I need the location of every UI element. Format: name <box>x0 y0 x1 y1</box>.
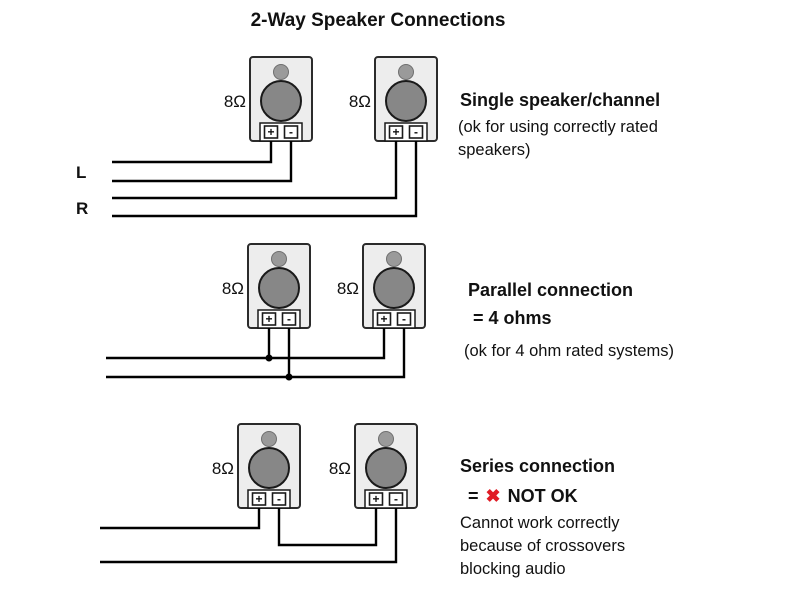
plus-label: + <box>392 125 399 139</box>
impedance-label: 8Ω <box>222 279 244 298</box>
minus-terminal <box>408 125 424 139</box>
wire-minus-feed <box>106 328 406 379</box>
plus-terminal <box>261 312 277 326</box>
channel-right-label: R <box>76 199 88 218</box>
impedance-label: 8Ω <box>212 459 234 478</box>
junction-dot <box>265 354 273 362</box>
section-series: + - + - 8Ω 8Ω Series connection = ✖ NOT OK… <box>100 423 625 578</box>
section-result: = 4 ohms <box>473 308 552 328</box>
plus-label: + <box>265 312 272 326</box>
speaker: + - <box>354 423 418 509</box>
minus-label: - <box>287 312 291 326</box>
series-result: = ✖ NOT OK <box>468 486 578 506</box>
tweeter <box>261 431 277 447</box>
section-heading: Parallel connection <box>468 280 633 300</box>
plus-terminal <box>251 492 267 506</box>
section-note-line: because of crossovers <box>460 537 625 555</box>
minus-terminal <box>388 492 404 506</box>
speaker: + - <box>374 56 438 142</box>
section-note-line: speakers) <box>458 141 530 159</box>
minus-label: - <box>277 492 281 506</box>
wire-feed-plus <box>100 508 261 530</box>
plus-terminal <box>368 492 384 506</box>
wire-right-plus <box>112 141 398 200</box>
section-note-line: Cannot work correctly <box>460 514 620 532</box>
plus-terminal <box>376 312 392 326</box>
section-heading: Series connection <box>460 456 615 476</box>
speaker: + - <box>237 423 301 509</box>
minus-terminal <box>396 312 412 326</box>
woofer <box>258 267 300 309</box>
wire-series-link <box>277 508 378 547</box>
woofer <box>260 80 302 122</box>
not-ok-text: NOT OK <box>508 486 578 506</box>
wire-right-minus <box>112 141 418 218</box>
minus-terminal <box>283 125 299 139</box>
section-single: + - + - 8Ω 8Ω L R Single speaker/channel… <box>76 56 660 218</box>
speaker: + - <box>362 243 426 329</box>
junction-dot <box>285 373 293 381</box>
woofer <box>248 447 290 489</box>
speaker: + - <box>247 243 311 329</box>
plus-terminal <box>388 125 404 139</box>
minus-label: - <box>402 312 406 326</box>
channel-left-label: L <box>76 163 86 182</box>
wire-left-minus <box>112 141 293 183</box>
minus-label: - <box>394 492 398 506</box>
wire-plus-feed <box>106 328 386 360</box>
section-note-line: (ok for 4 ohm rated systems) <box>464 342 674 360</box>
speaker: + - <box>249 56 313 142</box>
plus-label: + <box>255 492 262 506</box>
diagram-title: 2-Way Speaker Connections <box>251 10 506 31</box>
section-parallel: + - + - 8Ω 8Ω Parallel connection = 4 oh… <box>106 243 674 381</box>
tweeter <box>273 64 289 80</box>
woofer <box>385 80 427 122</box>
impedance-label: 8Ω <box>337 279 359 298</box>
section-heading: Single speaker/channel <box>460 90 660 110</box>
plus-label: + <box>267 125 274 139</box>
impedance-label: 8Ω <box>224 92 246 111</box>
plus-label: + <box>372 492 379 506</box>
not-ok-icon: ✖ <box>486 486 501 506</box>
plus-terminal <box>263 125 279 139</box>
tweeter <box>271 251 287 267</box>
wire-return-minus <box>100 508 398 564</box>
tweeter <box>398 64 414 80</box>
section-note-line: blocking audio <box>460 560 566 578</box>
minus-terminal <box>271 492 287 506</box>
woofer <box>373 267 415 309</box>
minus-label: - <box>289 125 293 139</box>
impedance-label: 8Ω <box>329 459 351 478</box>
wire-left-plus <box>112 141 273 164</box>
tweeter <box>378 431 394 447</box>
equals-sign: = <box>468 486 479 506</box>
section-note-line: (ok for using correctly rated <box>458 118 658 136</box>
plus-label: + <box>380 312 387 326</box>
woofer <box>365 447 407 489</box>
minus-label: - <box>414 125 418 139</box>
impedance-label: 8Ω <box>349 92 371 111</box>
tweeter <box>386 251 402 267</box>
minus-terminal <box>281 312 297 326</box>
